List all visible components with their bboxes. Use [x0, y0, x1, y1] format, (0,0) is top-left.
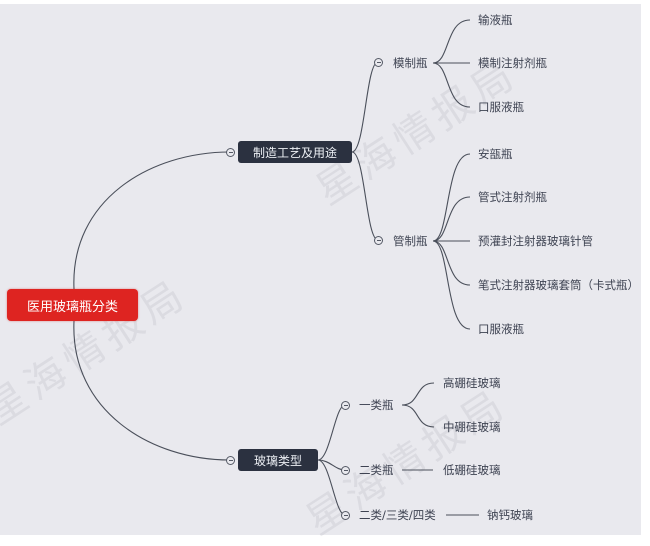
- collapse-toggle-icon[interactable]: [341, 466, 350, 475]
- mindmap-canvas: [0, 4, 641, 535]
- collapse-toggle-icon[interactable]: [374, 58, 383, 67]
- collapse-toggle-icon[interactable]: [341, 401, 350, 410]
- leaf-node[interactable]: 低硼硅玻璃: [443, 463, 501, 477]
- leaf-node[interactable]: 输液瓶: [478, 13, 513, 27]
- sub-node-class2[interactable]: 二类瓶: [359, 463, 394, 477]
- sub-node-class1[interactable]: 一类瓶: [359, 398, 394, 412]
- leaf-node[interactable]: 口服液瓶: [478, 322, 524, 336]
- leaf-node[interactable]: 钠钙玻璃: [487, 508, 533, 522]
- leaf-node[interactable]: 笔式注射器玻璃套筒（卡式瓶）: [478, 278, 639, 292]
- leaf-node[interactable]: 中硼硅玻璃: [443, 420, 501, 434]
- leaf-node[interactable]: 预灌封注射器玻璃针管: [478, 234, 593, 248]
- collapse-toggle-icon[interactable]: [226, 148, 235, 157]
- root-node[interactable]: 医用玻璃瓶分类: [7, 289, 138, 321]
- sub-node-molded-bottle[interactable]: 模制瓶: [393, 56, 428, 70]
- leaf-node[interactable]: 口服液瓶: [478, 100, 524, 114]
- branch-node-glass-type[interactable]: 玻璃类型: [238, 449, 318, 471]
- sub-node-tubular-bottle[interactable]: 管制瓶: [393, 234, 428, 248]
- collapse-toggle-icon[interactable]: [374, 236, 383, 245]
- collapse-toggle-icon[interactable]: [341, 511, 350, 520]
- leaf-node[interactable]: 高硼硅玻璃: [443, 376, 501, 390]
- collapse-toggle-icon[interactable]: [226, 456, 235, 465]
- leaf-node[interactable]: 安瓿瓶: [478, 147, 513, 161]
- branch-label: 玻璃类型: [253, 453, 302, 468]
- branch-node-manufacturing[interactable]: 制造工艺及用途: [238, 141, 352, 163]
- leaf-node[interactable]: 模制注射剂瓶: [478, 56, 547, 70]
- branch-label: 制造工艺及用途: [252, 145, 337, 160]
- sub-node-class234[interactable]: 二类/三类/四类: [359, 508, 436, 522]
- leaf-node[interactable]: 管式注射剂瓶: [478, 190, 547, 204]
- root-label: 医用玻璃瓶分类: [26, 299, 118, 315]
